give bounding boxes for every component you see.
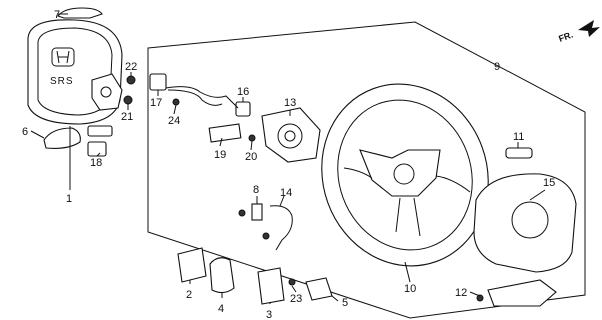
part-5-cover — [305, 277, 333, 301]
callout-9: 9 — [494, 61, 500, 73]
assembly-boundary — [147, 21, 586, 319]
callout-13: 13 — [284, 97, 296, 109]
callout-2: 2 — [186, 289, 192, 301]
callout-6: 6 — [22, 126, 28, 138]
part-21-screw — [123, 95, 133, 105]
callout-16: 16 — [237, 86, 249, 98]
callout-1: 1 — [66, 193, 72, 205]
part-22-screw — [126, 75, 136, 85]
callout-10: 10 — [404, 283, 416, 295]
part-14-harness — [269, 205, 293, 251]
front-direction-label: FR. — [557, 30, 574, 44]
callout-23: 23 — [290, 293, 302, 305]
part-7-cover — [57, 7, 103, 19]
part-23-screw — [288, 278, 296, 286]
part-11-clip — [505, 147, 533, 159]
callout-18: 18 — [90, 157, 102, 169]
callout-numbers: 1 2 3 4 5 6 7 8 9 10 11 12 13 14 15 16 1… — [22, 9, 555, 320]
callout-5: 5 — [342, 297, 348, 309]
part-3-switch — [257, 267, 285, 305]
callout-15: 15 — [543, 177, 555, 189]
callout-19: 19 — [214, 149, 226, 161]
callout-12: 12 — [455, 287, 467, 299]
part-13-cable-reel — [261, 107, 321, 163]
part-18-bracket — [87, 141, 107, 157]
callout-11: 11 — [513, 131, 524, 143]
callout-3: 3 — [266, 309, 272, 320]
part-2-switch — [177, 247, 207, 283]
part-4-switch — [209, 257, 235, 294]
callout-8: 8 — [253, 184, 259, 196]
leader-lines — [30, 13, 546, 304]
part-20-screw — [248, 134, 256, 142]
steering-wheel — [321, 83, 489, 267]
airbag-module: SRS — [27, 19, 123, 125]
callout-4: 4 — [218, 303, 224, 315]
part-8-screw — [238, 209, 246, 217]
wire-harness — [165, 86, 239, 109]
callout-14: 14 — [280, 187, 292, 199]
callout-24: 24 — [168, 115, 180, 127]
part-8-sensor — [251, 203, 263, 221]
airbag-connector — [87, 125, 113, 137]
part-15-cover — [473, 173, 577, 273]
callout-20: 20 — [245, 151, 257, 163]
part-17-switch — [149, 73, 167, 91]
callout-21: 21 — [121, 111, 133, 123]
part-19-plate — [208, 123, 242, 143]
callout-17: 17 — [150, 97, 162, 109]
part-24-screw — [172, 98, 180, 106]
callout-7: 7 — [54, 9, 60, 21]
front-direction-arrow: FR. — [557, 20, 600, 44]
srs-label: SRS — [50, 76, 74, 87]
part-12-lower-cover — [487, 279, 557, 307]
part-16-switch — [235, 101, 251, 117]
arrow-icon — [578, 20, 600, 37]
part-6-pad — [43, 127, 81, 149]
callout-22: 22 — [125, 61, 137, 73]
